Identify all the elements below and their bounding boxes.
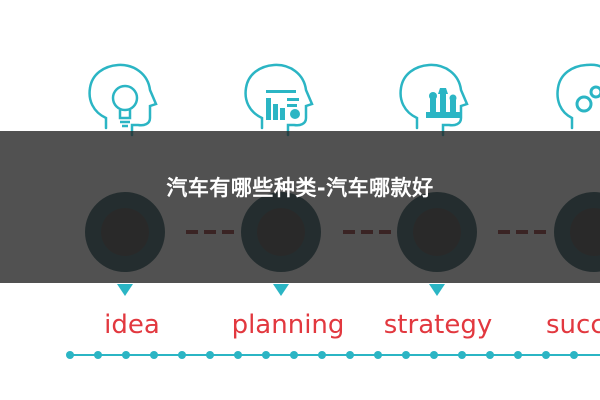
head-outline-strategy [399,63,469,137]
document-chart-icon [266,90,300,120]
step-label-planning: planning [232,310,345,340]
head-outline-planning [244,63,314,137]
timeline [66,351,600,359]
page-title: 汽车有哪些种类-汽车哪款好 [166,176,434,200]
chess-pieces-icon [426,88,460,118]
dark-title-banner [0,131,600,283]
step-label-success: succ [546,310,600,340]
head-outline-idea [88,63,158,137]
gears-icon [575,85,600,113]
step-label-idea: idea [104,310,160,340]
lightbulb-icon [111,84,139,128]
step-label-strategy: strategy [384,310,492,340]
head-outline-success [556,63,600,130]
